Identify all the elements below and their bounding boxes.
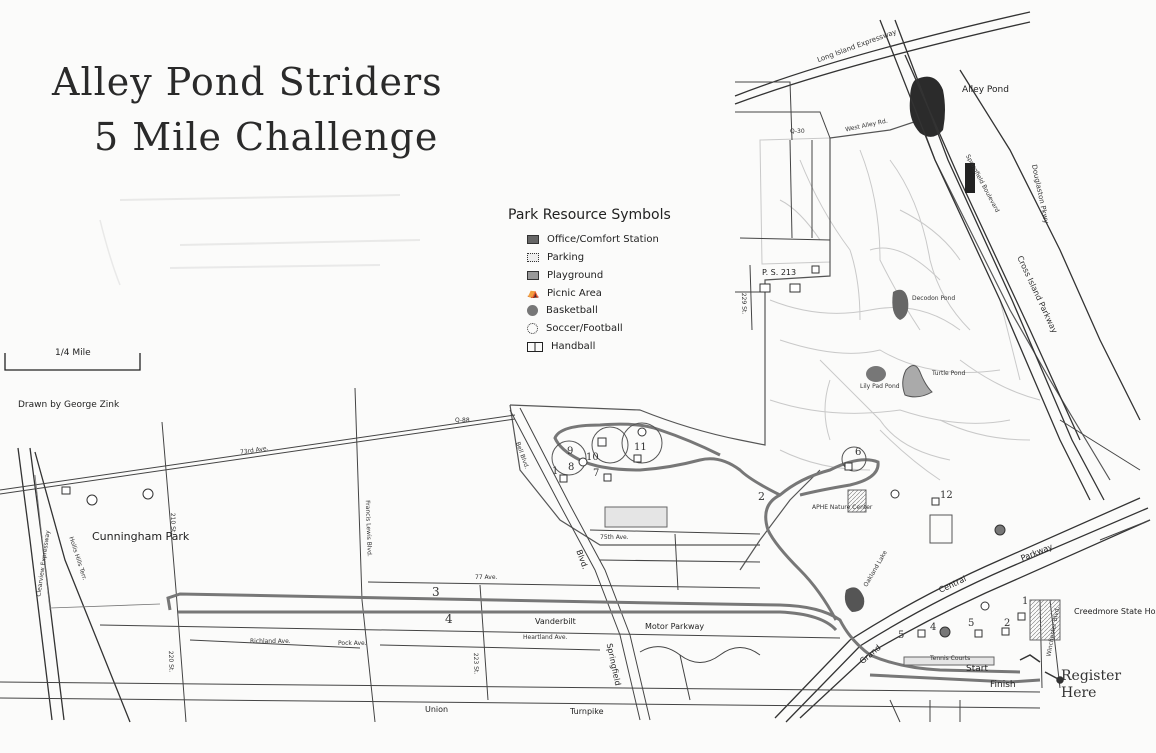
st210-label: 210 St. (168, 512, 177, 535)
turtle-pond-water (902, 365, 933, 398)
legend-label: Playground (547, 270, 604, 281)
ave77-label: 77 Ave. (475, 574, 498, 581)
streets (0, 81, 1151, 723)
tennis-courts-lot (903, 656, 995, 666)
soccer-icon (527, 323, 538, 334)
creedmore-label: Creedmore State Hospital (1074, 607, 1156, 616)
turnpike-label: Turnpike (570, 707, 604, 716)
field-number: 2 (1004, 618, 1011, 629)
register-line-1: Register (1061, 668, 1122, 684)
picnic-icon: ⛺ (527, 288, 540, 299)
cunningham-park-label: Cunningham Park (92, 530, 190, 543)
legend-item-handball: Handball (527, 341, 595, 352)
field-number: 8 (568, 462, 575, 473)
playground-area (929, 514, 953, 544)
legend-label: Soccer/Football (546, 323, 623, 334)
turtle-pond-label: Turtle Pond (932, 370, 966, 377)
legend-label: Picnic Area (547, 288, 602, 299)
legend-item-basketball: Basketball (527, 305, 598, 316)
course-marker: 3 (432, 585, 440, 599)
alley-pond-label: Alley Pond (962, 85, 1009, 95)
parking-icon (527, 253, 539, 262)
field-number: 12 (940, 490, 953, 501)
playground-icon (527, 271, 539, 280)
field-number: 10 (586, 452, 599, 463)
legend-item-soccer: Soccer/Football (527, 323, 623, 334)
finish-marker (1019, 654, 1064, 684)
legend-item-picnic: ⛺ Picnic Area (527, 288, 602, 299)
parking-lot (604, 506, 668, 528)
legend-item-parking: Parking (527, 252, 584, 263)
scale-bar (4, 353, 141, 371)
scan-ghost (99, 194, 421, 286)
credit: Drawn by George Zink (18, 400, 120, 410)
park-paths (759, 137, 1041, 481)
nature-center-building (847, 489, 867, 513)
legend-label: Office/Comfort Station (547, 234, 659, 245)
pock-label: Pock Ave. (338, 640, 367, 647)
soccer-balls (86, 427, 1006, 638)
course-marker: 4 (445, 612, 453, 626)
field-number: 1 (552, 466, 559, 477)
lily-pad-pond-water (866, 366, 886, 382)
title-line-1: Alley Pond Striders (52, 60, 443, 104)
ps213-label: P. S. 213 (762, 268, 797, 277)
decodon-pond-water (892, 289, 909, 320)
basketball-icon (527, 305, 538, 316)
field-number: 9 (567, 446, 574, 457)
tennis-courts-label: Tennis Courts (930, 655, 971, 662)
st229-label: 229 St. (739, 292, 748, 315)
course-marker: 1 (1022, 596, 1029, 607)
legend-title: Park Resource Symbols (508, 207, 671, 223)
handball-icon (527, 341, 543, 352)
field-number: 4 (930, 622, 937, 633)
register-here-label: Register Here (1061, 668, 1121, 702)
office-building (965, 163, 975, 193)
st223-label: 223 St. (471, 652, 480, 675)
scale-bar-label: 1/4 Mile (55, 348, 91, 358)
oakland-lake-water (844, 587, 865, 612)
ave75-label: 75th Ave. (600, 534, 629, 541)
st220-label: 220 St. (166, 650, 175, 673)
finish-label: Finish (990, 680, 1016, 690)
park-boundaries (509, 119, 1111, 571)
title-line-2: 5 Mile Challenge (94, 115, 439, 159)
field-number: 6 (855, 447, 862, 458)
q30-label: Q-30 (790, 128, 805, 135)
union-label: Union (425, 705, 449, 714)
course-marker: 2 (758, 490, 765, 503)
fields (551, 422, 867, 476)
field-number: 5 (968, 618, 975, 629)
legend-label: Handball (551, 341, 596, 352)
register-line-2: Here (1061, 685, 1097, 701)
richland-label: Richland Ave. (250, 638, 291, 645)
start-label: Start (966, 664, 988, 674)
course-marker: 5 (898, 630, 905, 641)
field-number: 11 (634, 442, 647, 453)
highways (17, 11, 1151, 723)
creedmore-building (1029, 599, 1061, 641)
legend-label: Parking (547, 252, 585, 263)
q88-label: Q-88 (455, 417, 470, 424)
motor-parkway-label: Motor Parkway (645, 622, 705, 631)
heartland-label: Heartland Ave. (523, 634, 568, 641)
legend-item-office: Office/Comfort Station (527, 234, 659, 245)
vanderbilt-label: Vanderbilt (535, 617, 576, 626)
legend-label: Basketball (546, 305, 598, 316)
legend-item-playground: Playground (527, 270, 603, 281)
field-number: 7 (593, 468, 600, 479)
aphe-label: APHE Nature Center (812, 504, 873, 511)
cunningham-park (34, 474, 161, 611)
decodon-pond-label: Decodon Pond (912, 295, 956, 302)
small-structures (61, 265, 1026, 638)
lily-pad-pond-label: Lily Pad Pond (860, 383, 900, 390)
office-icon (527, 235, 539, 244)
